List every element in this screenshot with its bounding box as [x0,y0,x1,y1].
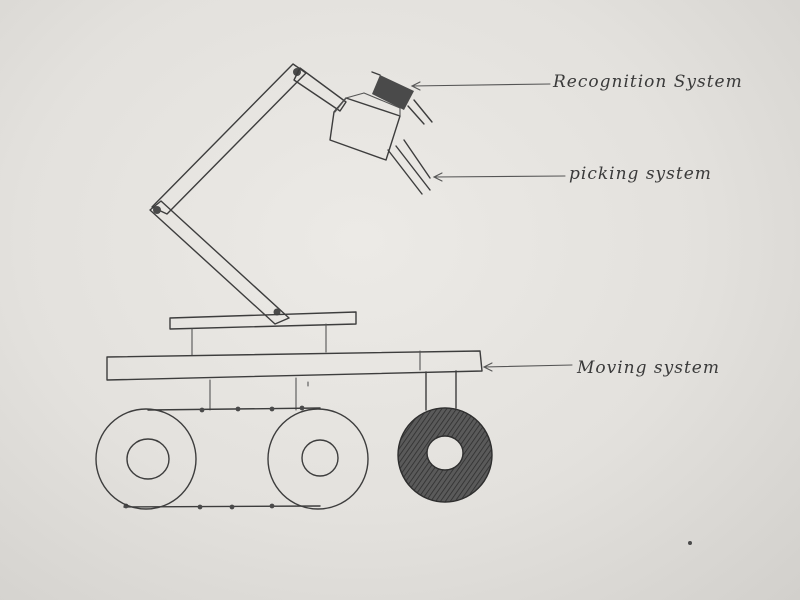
picking-prongs [388,140,430,194]
recognition-system-label: Recognition System [553,72,743,92]
stray-mark [688,541,692,545]
track-belt [124,406,320,510]
front-wheel [96,409,196,509]
forearm [294,68,346,111]
recognition-pointer [412,82,550,90]
picking-system-label: picking system [569,164,712,184]
moving-system-label: Moving system [577,358,720,378]
wheel-support [426,371,456,410]
upper-arm [152,64,306,214]
middle-wheel [268,409,368,509]
picking-pointer [434,173,565,181]
picking-head [330,93,400,160]
moving-pointer [484,363,572,371]
lower-arm [150,201,289,324]
recognition-sensor [372,72,432,124]
top-platform [170,312,356,355]
rear-wheel [398,408,492,502]
